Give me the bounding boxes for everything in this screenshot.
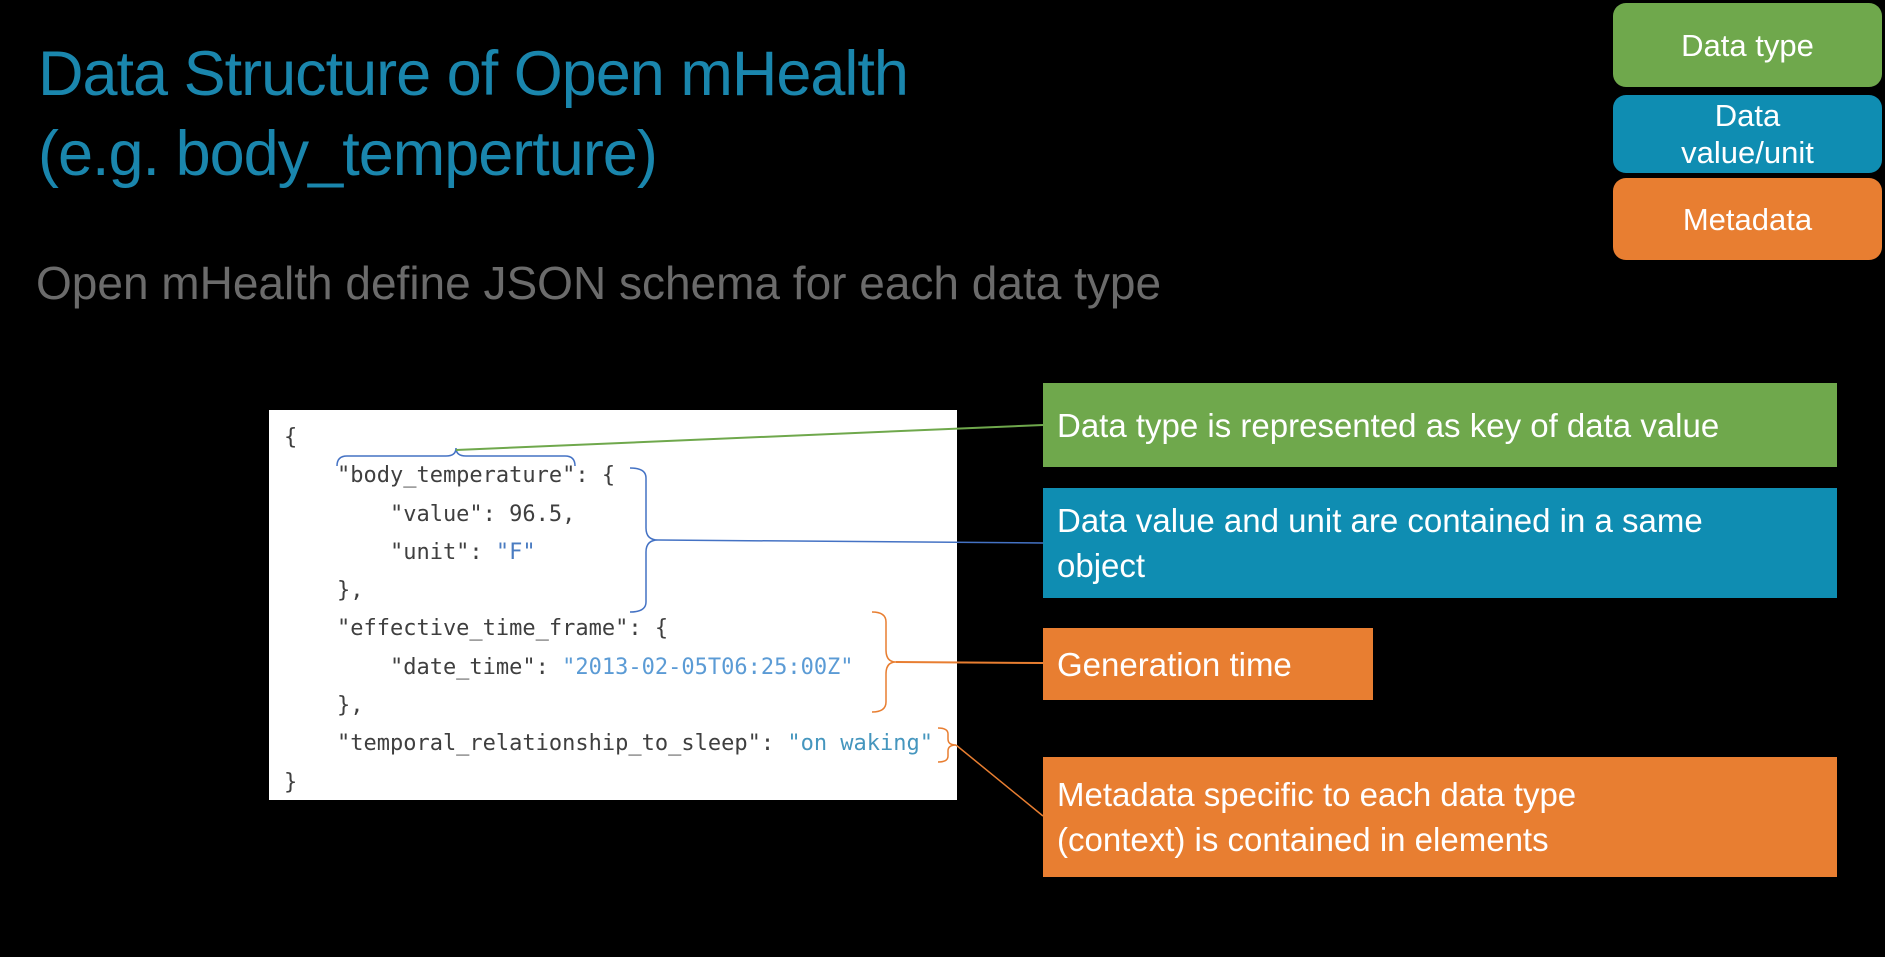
annotation-metadata: Metadata specific to each data type (con… [1043,757,1837,877]
code-line: "body_temperature": { [284,457,957,495]
code-segment: "value": 96.5, [284,501,576,527]
code-segment: "unit": [284,539,496,565]
code-line: "value": 96.5, [284,496,957,534]
code-segment: "effective_time_frame": { [284,616,669,642]
code-line: "unit": "F" [284,534,957,572]
code-segment: "temporal_relationship_to_sleep": [284,731,788,757]
code-line: }, [284,572,957,610]
annotation-data-type: Data type is represented as key of data … [1043,383,1837,467]
code-line: } [284,764,957,800]
code-segment: "2013-02-05T06:25:00Z" [562,654,854,680]
code-panel: { "body_temperature": { "value": 96.5, "… [269,410,957,800]
code-segment: "date_time": [284,654,563,680]
code-segment: "on waking" [787,731,934,757]
legend-data-type: Data type [1613,3,1882,87]
legend-metadata: Metadata [1613,178,1882,260]
code-segment: } [284,769,298,795]
page-subtitle: Open mHealth define JSON schema for each… [36,257,1162,309]
annotation-data-value-unit: Data value and unit are contained in a s… [1043,488,1837,598]
page-title: Data Structure of Open mHealth (e.g. bod… [38,39,909,189]
orange-connector-line-metadata [955,744,1044,817]
code-segment: "F" [495,539,536,565]
code-line: }, [284,687,957,725]
code-segment: }, [284,693,364,719]
code-segment: "body_temperature": { [284,463,616,489]
code-line: "date_time": "2013-02-05T06:25:00Z" [284,649,957,687]
annotation-generation-time: Generation time [1043,628,1373,700]
code-segment: { [284,425,298,450]
legend-data-value-unit: Data value/unit [1613,95,1882,173]
code-line: "temporal_relationship_to_sleep": "on wa… [284,725,957,763]
code-line: { [284,419,957,457]
code-line: "effective_time_frame": { [284,610,957,648]
code-segment: }, [284,578,364,604]
